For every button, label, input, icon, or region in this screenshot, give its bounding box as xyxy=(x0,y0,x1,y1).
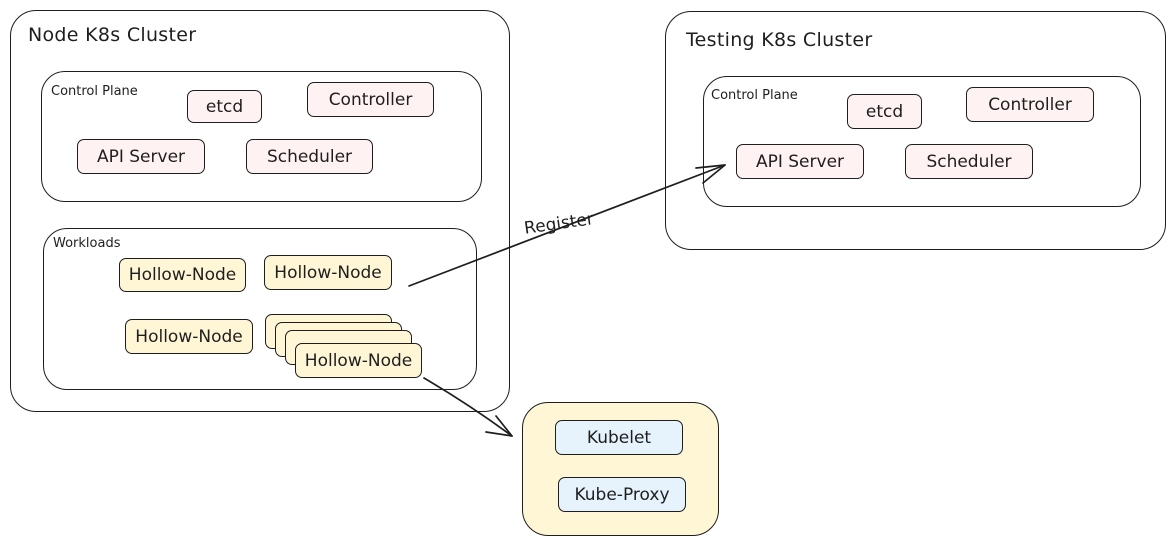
testing-controller: Controller xyxy=(966,87,1094,122)
node-etcd: etcd xyxy=(187,90,262,123)
kubelet: Kubelet xyxy=(555,420,683,455)
node-control-plane-title: Control Plane xyxy=(51,84,138,99)
kube-proxy: Kube-Proxy xyxy=(558,477,686,512)
node-cluster-title: Node K8s Cluster xyxy=(28,24,197,46)
workloads-title: Workloads xyxy=(53,236,121,251)
hollow-node: Hollow-Node xyxy=(125,319,253,354)
node-scheduler: Scheduler xyxy=(246,139,373,174)
register-label: Register xyxy=(522,209,596,239)
testing-etcd: etcd xyxy=(847,94,922,129)
testing-api-server: API Server xyxy=(736,144,864,179)
hollow-node: Hollow-Node xyxy=(295,343,422,378)
hollow-node-components-panel xyxy=(522,402,719,536)
hollow-node: Hollow-Node xyxy=(119,258,246,292)
testing-scheduler: Scheduler xyxy=(905,144,1033,179)
hollow-node: Hollow-Node xyxy=(264,255,392,290)
node-controller: Controller xyxy=(307,82,434,117)
node-api-server: API Server xyxy=(77,139,205,174)
testing-control-plane-title: Control Plane xyxy=(711,88,798,103)
components-arrowhead xyxy=(485,415,513,437)
testing-cluster-title: Testing K8s Cluster xyxy=(686,29,873,51)
